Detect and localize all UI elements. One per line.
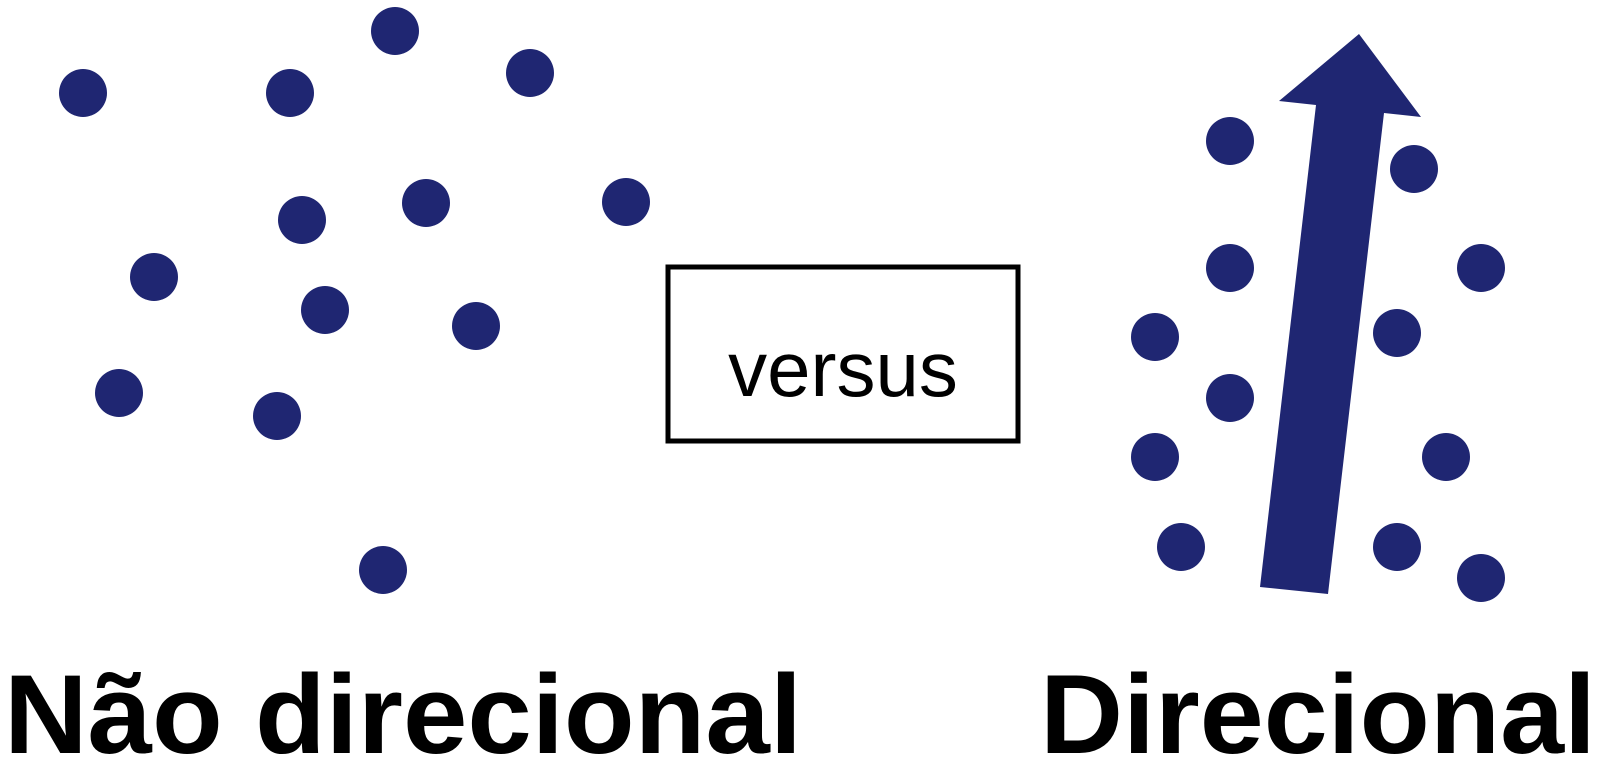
particle: [1157, 523, 1205, 571]
particle: [1373, 523, 1421, 571]
particle: [266, 69, 314, 117]
particle: [1422, 433, 1470, 481]
particle: [1206, 117, 1254, 165]
particle: [1457, 554, 1505, 602]
directional-label: Direcional: [1040, 652, 1596, 761]
non-directional-label: Não direcional: [4, 652, 802, 761]
particle: [359, 546, 407, 594]
direction-arrow-icon: [1260, 34, 1421, 594]
particle: [1206, 374, 1254, 422]
particle: [1206, 244, 1254, 292]
particle: [59, 69, 107, 117]
particle: [452, 302, 500, 350]
particle: [1373, 309, 1421, 357]
particle: [1457, 244, 1505, 292]
particle: [1131, 433, 1179, 481]
particle: [602, 178, 650, 226]
particle: [278, 196, 326, 244]
non-directional-particles: [59, 7, 650, 594]
versus-frame: [665, 264, 1021, 444]
particle: [506, 49, 554, 97]
directional-particles: [1131, 117, 1505, 602]
particle: [1390, 145, 1438, 193]
particle: [371, 7, 419, 55]
particle: [130, 253, 178, 301]
versus-box: versus: [665, 264, 1021, 444]
particle: [95, 369, 143, 417]
particle: [402, 179, 450, 227]
versus-label: versus: [728, 325, 958, 413]
particle: [253, 392, 301, 440]
particle: [301, 286, 349, 334]
particle: [1131, 313, 1179, 361]
